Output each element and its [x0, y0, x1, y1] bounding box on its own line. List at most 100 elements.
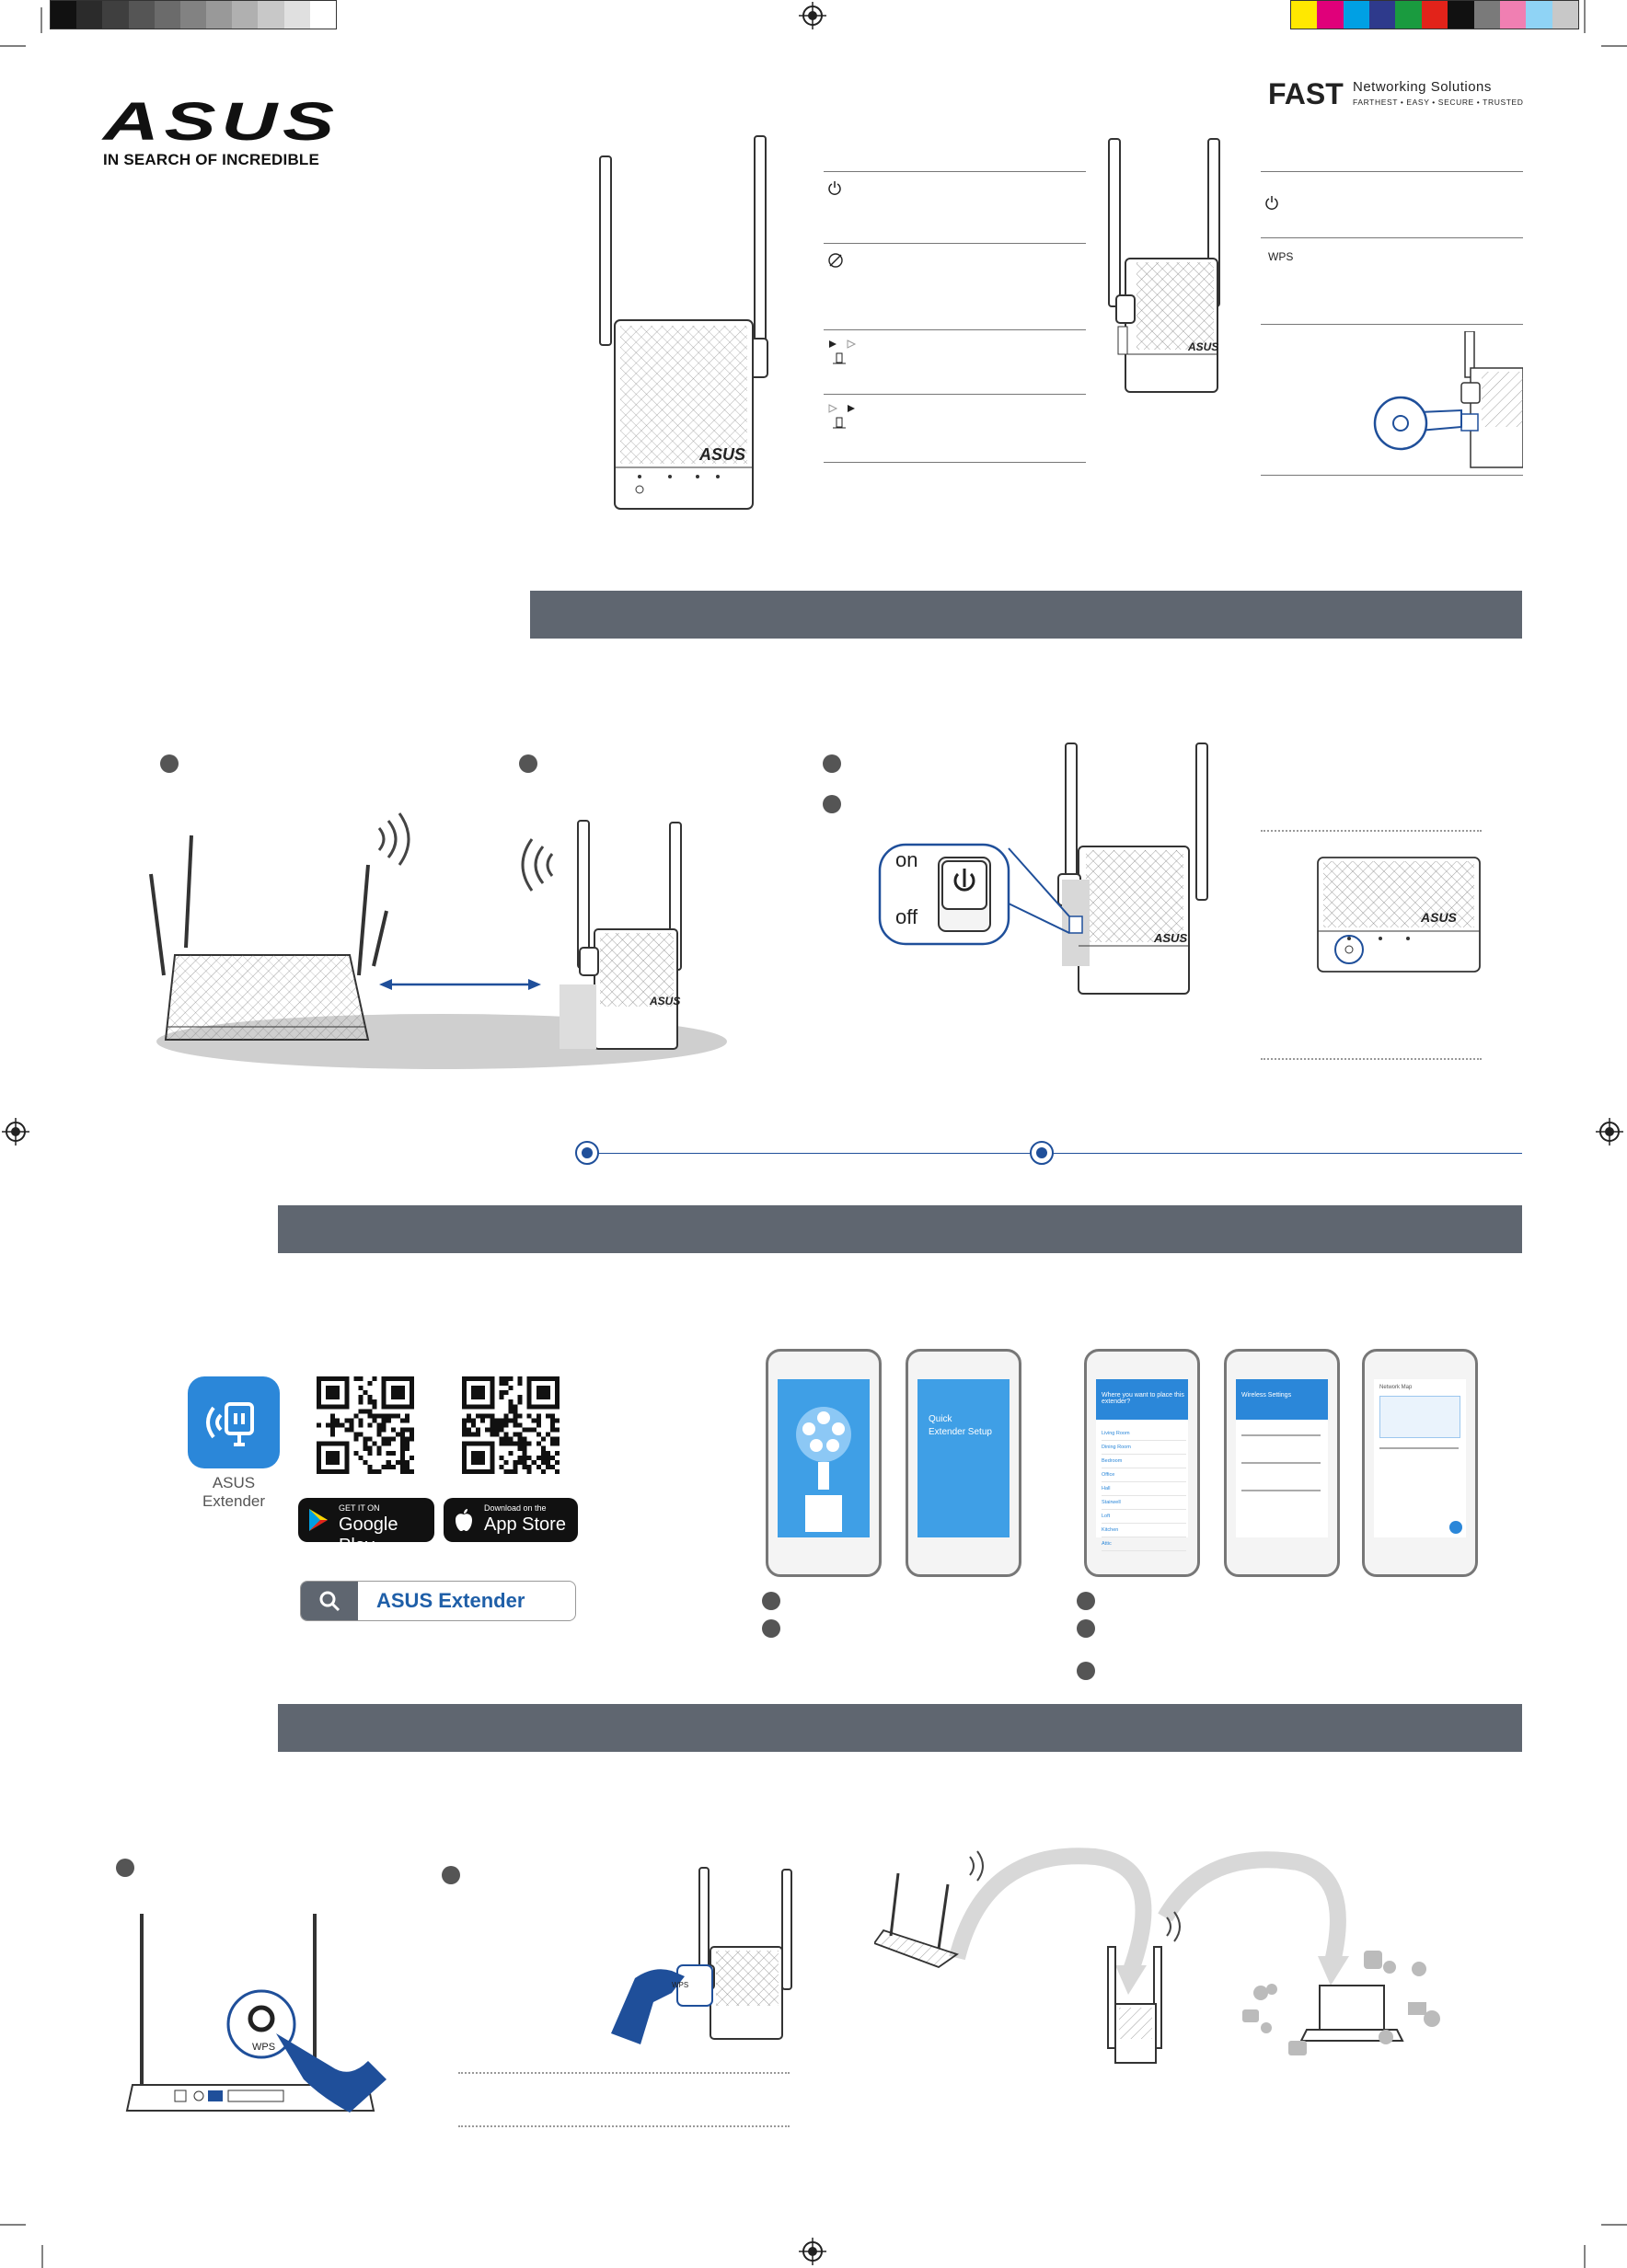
- extender-wps-illustration: [611, 1867, 792, 2044]
- svg-text:ASUS: ASUS: [1153, 931, 1187, 945]
- svg-text:ASUS: ASUS: [1187, 340, 1218, 353]
- app-step-dot-2: [762, 1619, 780, 1638]
- timeline-node-2: [1030, 1141, 1054, 1165]
- step-dot-2: [519, 754, 537, 773]
- section-bar-2: [278, 1205, 1522, 1253]
- color-swatch: [283, 1, 310, 29]
- color-swatch: [1552, 1, 1578, 29]
- color-swatch: [1448, 1, 1474, 29]
- timeline-node-1: [575, 1141, 599, 1165]
- google-play-icon: [309, 1509, 328, 1531]
- gray-swatch-bar: [50, 0, 337, 29]
- color-swatch: [102, 1, 129, 29]
- extender-wps-label: WPS: [672, 1981, 689, 1989]
- color-swatch: [1421, 1, 1448, 29]
- app-step-dot-1: [762, 1592, 780, 1610]
- fast-subtitle: Networking Solutions: [1353, 79, 1492, 95]
- color-swatch-bar: [1290, 0, 1579, 29]
- registration-mark-bottom: [799, 2238, 826, 2265]
- switch-on-label: on: [895, 848, 918, 871]
- search-icon-box: [301, 1582, 358, 1620]
- extender-side-illustration: ASUS: [1108, 138, 1220, 393]
- fast-tagline: FARTHEST • EASY • SECURE • TRUSTED: [1353, 98, 1524, 107]
- color-swatch: [258, 1, 284, 29]
- google-play-big-text: Google Play: [339, 1514, 398, 1556]
- search-bar[interactable]: ASUS Extender: [300, 1581, 576, 1621]
- color-swatch: [51, 1, 77, 29]
- placement-list-item[interactable]: Office: [1102, 1468, 1186, 1482]
- power-icon: [828, 181, 841, 195]
- color-swatch: [1499, 1, 1527, 29]
- signal-led-icon-b: [828, 404, 855, 429]
- color-swatch: [206, 1, 233, 29]
- switch-off-label: off: [895, 905, 918, 928]
- router-wps-label: WPS: [252, 2042, 276, 2053]
- led-legend-2: WPS: [1261, 171, 1528, 484]
- step-dot-3: [823, 754, 841, 773]
- timeline-line: [587, 1153, 1522, 1154]
- network-map-title: Network Map: [1379, 1385, 1413, 1390]
- step-dot-1: [160, 754, 179, 773]
- color-swatch: [179, 1, 207, 29]
- placement-list-item[interactable]: Attic: [1102, 1537, 1186, 1551]
- color-swatch: [1473, 1, 1500, 29]
- wps-step-dot-2: [442, 1866, 460, 1884]
- signal-led-icon-a: [829, 340, 857, 364]
- extender-front-illustration: ASUS: [599, 135, 768, 510]
- quick-setup-title-1: Quick: [929, 1414, 952, 1424]
- asus-extender-app-icon: [188, 1376, 280, 1468]
- phone-1: [766, 1349, 882, 1577]
- placement-list-item[interactable]: Kitchen: [1102, 1524, 1186, 1537]
- color-swatch: [76, 1, 103, 29]
- phone-4: Wireless Settings: [1224, 1349, 1340, 1577]
- extender-app-glyph: [206, 1402, 254, 1446]
- app-step-dot-5: [1077, 1662, 1095, 1680]
- placement-list-item[interactable]: Living Room: [1102, 1427, 1186, 1441]
- color-swatch: [1317, 1, 1344, 29]
- power-switch-illustration: ASUS: [878, 743, 1208, 995]
- placement-list-item[interactable]: Loft: [1102, 1510, 1186, 1524]
- apple-icon: [456, 1509, 472, 1531]
- qr-code-google-play[interactable]: [317, 1376, 414, 1474]
- app-store-badge[interactable]: Download on the App Store: [444, 1498, 578, 1542]
- section-bar-3: [278, 1704, 1522, 1752]
- color-swatch: [1369, 1, 1396, 29]
- phone-2: Quick Extender Setup: [906, 1349, 1021, 1577]
- network-relay-illustration: [874, 1848, 1440, 2064]
- section-bar-1: [530, 591, 1522, 639]
- phone-5: Network Map: [1362, 1349, 1478, 1577]
- asus-tagline: IN SEARCH OF INCREDIBLE: [103, 151, 320, 168]
- search-text: ASUS Extender: [376, 1589, 525, 1612]
- app-step-dot-3: [1077, 1592, 1095, 1610]
- google-play-badge[interactable]: GET IT ON Google Play: [298, 1498, 434, 1556]
- router-wps-illustration: [125, 1914, 387, 2113]
- asus-logo-text: ASUS: [103, 92, 340, 152]
- power-icon-2: [1265, 196, 1278, 210]
- fast-networking-logo: FAST Networking Solutions FARTHEST • EAS…: [1268, 77, 1535, 114]
- step-dot-4: [823, 795, 841, 813]
- registration-mark-right: [1596, 1118, 1623, 1146]
- app-store-big-text: App Store: [484, 1514, 566, 1535]
- placement-list-item[interactable]: Stairwell: [1102, 1496, 1186, 1510]
- placement-list-item[interactable]: Bedroom: [1102, 1455, 1186, 1468]
- color-swatch: [1343, 1, 1370, 29]
- qr-code-app-store[interactable]: [462, 1376, 560, 1474]
- tree-graphic: [796, 1407, 851, 1490]
- app-name-line1: ASUS: [212, 1474, 256, 1491]
- wireless-settings-title: Wireless Settings: [1241, 1392, 1292, 1399]
- app-step-dot-4: [1077, 1619, 1095, 1638]
- quick-setup-title-2: Extender Setup: [929, 1427, 992, 1437]
- placement-list-item[interactable]: Hall: [1102, 1482, 1186, 1496]
- color-swatch: [1291, 1, 1318, 29]
- color-swatch: [232, 1, 259, 29]
- power-led-callout: ASUS: [1317, 857, 1481, 973]
- color-swatch: [309, 1, 336, 29]
- google-play-small-text: GET IT ON: [339, 1503, 380, 1513]
- color-swatch: [128, 1, 155, 29]
- color-swatch: [154, 1, 180, 29]
- placement-list-item[interactable]: Dining Room: [1102, 1441, 1186, 1455]
- app-name-line2: Extender: [202, 1492, 266, 1510]
- svg-text:ASUS: ASUS: [698, 445, 745, 464]
- led-legend-1: [824, 171, 1090, 466]
